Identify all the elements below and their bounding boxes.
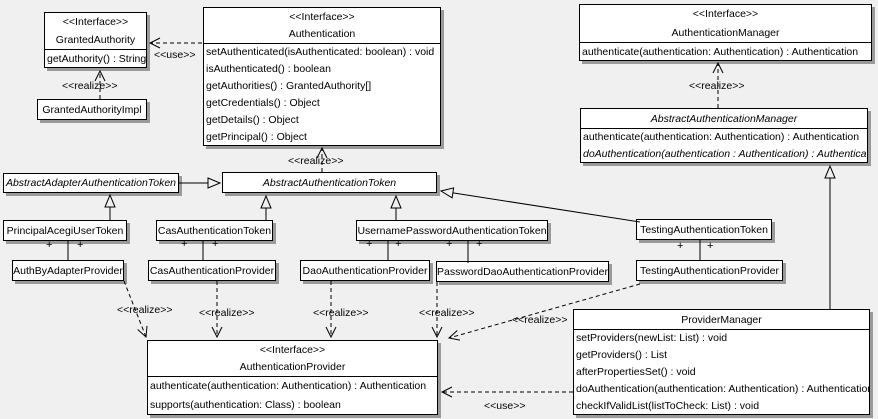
- method: doAuthentication(authentication: Authent…: [576, 382, 869, 395]
- class-password-dao-authentication-provider: PasswordDaoAuthenticationProvider: [436, 261, 609, 282]
- plus-label: +: [446, 238, 453, 250]
- realize-label: <<realize>>: [117, 304, 173, 316]
- plus-label: +: [46, 239, 53, 251]
- method: authenticate(authentication: Authenticat…: [583, 131, 860, 144]
- realize-label: <<realize>>: [313, 307, 369, 319]
- class-name: PrincipalAcegiUserToken: [6, 224, 124, 237]
- class-name: AbstractAuthenticationManager: [581, 109, 867, 129]
- class-testing-authentication-token: TestingAuthenticationToken: [636, 219, 772, 240]
- method: getAuthorities() : GrantedAuthority[]: [206, 80, 372, 93]
- plus-label: +: [677, 240, 684, 252]
- method: checkIfValidList(listToCheck: List) : vo…: [576, 399, 760, 412]
- method: authenticate(authentication: Authenticat…: [150, 380, 427, 393]
- method: supports(authentication: Class) : boolea…: [150, 398, 341, 411]
- stereotype-label: <<Interface>>: [692, 8, 759, 21]
- realize-label: <<realize>>: [199, 307, 255, 319]
- class-granted-authority: <<Interface>> GrantedAuthority getAuthor…: [44, 12, 147, 68]
- class-auth-by-adapter-provider: AuthByAdapterProvider: [12, 260, 124, 281]
- realize-label: <<realize>>: [512, 314, 568, 326]
- plus-label: +: [212, 238, 219, 250]
- method: getDetails() : Object: [206, 113, 299, 126]
- class-name: GrantedAuthority: [55, 34, 136, 46]
- method: afterPropertiesSet() : void: [576, 365, 696, 378]
- method: getProviders() : List: [576, 349, 668, 362]
- class-name: GrantedAuthorityImpl: [42, 103, 142, 116]
- stereotype-label: <<Interface>>: [289, 10, 355, 23]
- class-provider-manager: ProviderManager setProviders(newList: Li…: [573, 309, 870, 415]
- class-name: AbstractAdapterAuthenticationToken: [5, 177, 177, 189]
- class-authentication-manager: <<Interface>> AuthenticationManager auth…: [579, 4, 872, 61]
- method: setAuthenticated(isAuthenticated: boolea…: [206, 46, 435, 59]
- class-name: TestingAuthenticationToken: [640, 223, 768, 236]
- class-name: UsernamePasswordAuthenticationToken: [357, 224, 547, 237]
- plus-label: +: [181, 238, 188, 250]
- class-name: TestingAuthenticationProvider: [640, 264, 779, 277]
- class-username-password-authentication-token: UsernamePasswordAuthenticationToken: [356, 220, 548, 241]
- class-name: CasAuthenticationToken: [157, 224, 272, 237]
- method: authenticate(authentication: Authenticat…: [582, 45, 859, 58]
- class-name: ProviderManager: [574, 310, 869, 330]
- class-granted-authority-impl: GrantedAuthorityImpl: [37, 99, 147, 120]
- method: setProviders(newList: List) : void: [576, 332, 728, 345]
- stereotype-label: <<Interface>>: [62, 16, 129, 28]
- class-principal-acegi-user-token: PrincipalAcegiUserToken: [3, 220, 127, 241]
- class-testing-authentication-provider: TestingAuthenticationProvider: [636, 260, 783, 281]
- method: doAuthentication(authentication : Authen…: [583, 147, 867, 160]
- class-cas-authentication-provider: CasAuthenticationProvider: [148, 260, 276, 281]
- class-abstract-adapter-authentication-token: AbstractAdapterAuthenticationToken: [3, 173, 179, 193]
- class-name: Authentication: [288, 28, 356, 41]
- class-dao-authentication-provider: DaoAuthenticationProvider: [300, 260, 430, 281]
- plus-label: +: [707, 240, 714, 252]
- realize-label: <<realize>>: [689, 80, 745, 92]
- class-abstract-authentication-token: AbstractAuthenticationToken: [222, 172, 437, 193]
- class-name: PasswordDaoAuthenticationProvider: [437, 265, 608, 278]
- class-name: AuthenticationManager: [671, 26, 780, 39]
- class-authentication-provider: <<Interface>> AuthenticationProvider aut…: [147, 340, 438, 415]
- class-name: DaoAuthenticationProvider: [302, 264, 428, 277]
- realize-label: <<realize>>: [62, 80, 118, 92]
- realize-label: <<realize>>: [419, 307, 475, 319]
- class-cas-authentication-token: CasAuthenticationToken: [156, 220, 273, 241]
- plus-label: +: [395, 238, 402, 250]
- use-label: <<use>>: [484, 400, 526, 412]
- stereotype-label: <<Interface>>: [259, 343, 326, 356]
- class-name: AuthByAdapterProvider: [13, 264, 123, 277]
- method: getCredentials() : Object: [206, 96, 320, 109]
- class-abstract-authentication-manager: AbstractAuthenticationManager authentica…: [580, 108, 868, 163]
- class-name: CasAuthenticationProvider: [149, 264, 275, 277]
- plus-label: +: [366, 238, 373, 250]
- realize-label: <<realize>>: [288, 155, 344, 167]
- generalization-testing-token: [439, 187, 641, 223]
- plus-label: +: [476, 238, 483, 250]
- class-name: AbstractAuthenticationToken: [262, 176, 397, 189]
- method: getPrincipal() : Object: [206, 130, 307, 143]
- use-label: <<use>>: [154, 49, 196, 61]
- class-authentication: <<Interface>> Authentication setAuthenti…: [203, 7, 441, 146]
- plus-label: +: [77, 239, 84, 251]
- method: isAuthenticated() : boolean: [206, 63, 331, 76]
- class-name: AuthenticationProvider: [239, 361, 346, 374]
- method: getAuthority() : String: [47, 52, 146, 65]
